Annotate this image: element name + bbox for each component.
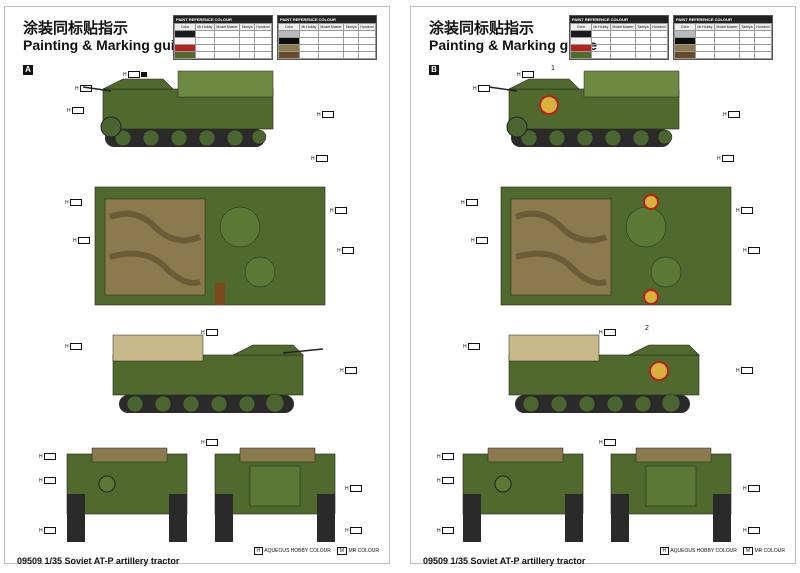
vehicle-drawings xyxy=(66,70,336,542)
front-view xyxy=(462,447,584,542)
side-view-left xyxy=(82,70,274,147)
color-callout: H xyxy=(743,527,760,534)
page-title: Painting & Marking guide xyxy=(429,37,598,53)
color-callout: H xyxy=(345,527,362,534)
emblem-icon xyxy=(539,95,559,115)
color-callout: H xyxy=(65,343,82,350)
color-callout: H xyxy=(517,71,534,78)
instruction-page-b: 涂装同标贴指示 Painting & Marking guide PAINT R… xyxy=(410,6,796,566)
instruction-page-a: 涂装同标贴指示 Painting & Marking guide PAINT R… xyxy=(4,6,390,566)
legend: H AQUEOUS HOBBY COLOUR M MR COLOUR xyxy=(659,547,785,555)
rear-view xyxy=(214,447,336,542)
emblem-icon xyxy=(643,289,659,305)
color-callout: H xyxy=(39,477,56,484)
table-row xyxy=(674,51,773,59)
color-callout: H xyxy=(736,367,753,374)
color-callout: H xyxy=(65,199,82,206)
part-number-label: 2 xyxy=(645,325,649,332)
color-callout: H xyxy=(201,439,218,446)
color-callout: H xyxy=(73,237,90,244)
color-callout: H xyxy=(463,343,480,350)
vehicle-drawings xyxy=(462,70,732,542)
table-row xyxy=(570,51,669,59)
color-callout: H xyxy=(461,199,478,206)
top-view xyxy=(94,186,326,306)
top-view xyxy=(500,186,732,306)
color-callout: H xyxy=(345,485,362,492)
table-row xyxy=(278,51,377,59)
color-callout: H xyxy=(743,485,760,492)
rear-view xyxy=(610,447,732,542)
legend: H AQUEOUS HOBBY COLOUR M MR COLOUR xyxy=(253,547,379,555)
color-callout: H xyxy=(39,527,56,534)
color-callout: H xyxy=(311,155,328,162)
color-callout: H xyxy=(437,453,454,460)
color-callout: H xyxy=(736,207,753,214)
color-callout: H xyxy=(123,71,147,78)
color-callout: H xyxy=(743,247,760,254)
side-view-right xyxy=(508,334,700,413)
page-title-chinese: 涂装同标贴指示 xyxy=(429,19,535,37)
table-row xyxy=(174,51,273,59)
color-callout: H xyxy=(599,329,616,336)
side-view-right xyxy=(112,334,324,413)
emblem-icon xyxy=(649,361,669,381)
emblem-icon xyxy=(643,194,659,210)
color-callout: H xyxy=(337,247,354,254)
color-callout: H xyxy=(330,207,347,214)
page-title-chinese: 涂装同标贴指示 xyxy=(23,19,129,37)
front-view xyxy=(66,447,188,542)
color-callout: H xyxy=(717,155,734,162)
scheme-marker: B xyxy=(429,65,439,75)
page-title: Painting & Marking guide xyxy=(23,37,192,53)
color-callout: H xyxy=(437,477,454,484)
footer-caption: 09509 1/35 Soviet AT-P artillery tractor xyxy=(17,556,180,566)
part-number-label: 1 xyxy=(551,65,555,72)
color-callout: H xyxy=(201,329,218,336)
color-callout: H xyxy=(473,85,490,92)
side-view-left xyxy=(488,70,680,147)
scheme-marker: A xyxy=(23,65,33,75)
color-callout: H xyxy=(75,85,92,92)
color-callout: H xyxy=(317,111,334,118)
color-callout: H xyxy=(437,527,454,534)
color-callout: H xyxy=(39,453,56,460)
color-callout: H xyxy=(599,439,616,446)
color-callout: H xyxy=(340,367,357,374)
paint-reference-title: PAINT REFERENCE COLOUR xyxy=(174,16,272,23)
color-callout: H xyxy=(723,111,740,118)
color-callout: H xyxy=(67,107,84,114)
footer-caption: 09509 1/35 Soviet AT-P artillery tractor xyxy=(423,556,586,566)
color-callout: H xyxy=(471,237,488,244)
